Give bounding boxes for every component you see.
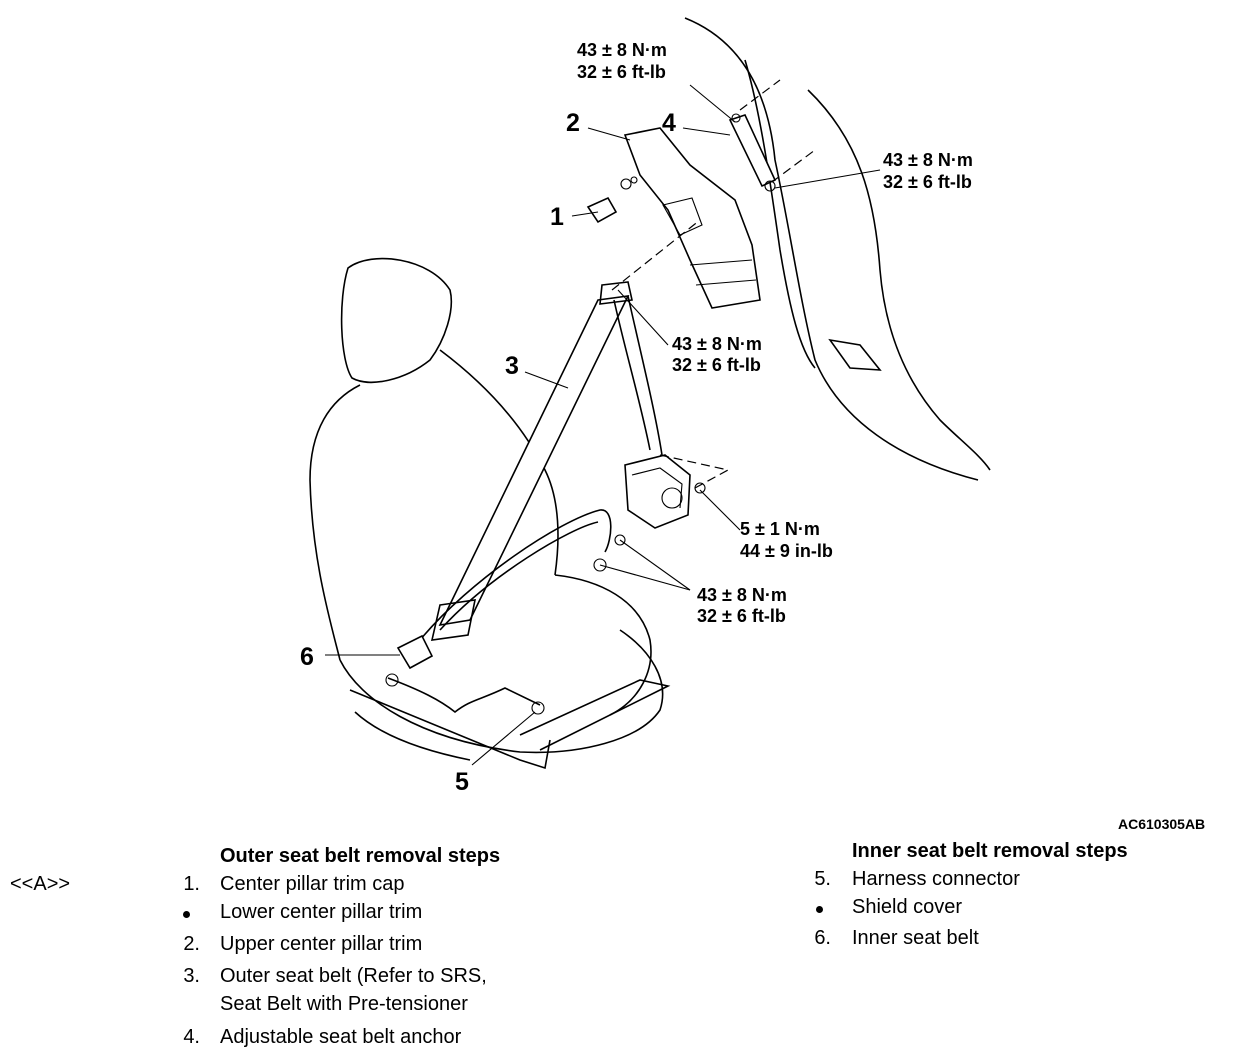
bullet-icon — [816, 906, 823, 913]
anchor-bolts — [593, 482, 706, 572]
leader-lines — [325, 84, 881, 766]
bullet-icon — [183, 911, 190, 918]
torque-spec-lower-line1: 43 ± 8 N·m — [697, 585, 787, 605]
callout-5: 5 — [455, 768, 469, 796]
step-number: 5. — [814, 868, 831, 890]
step-number: 3. — [183, 965, 200, 987]
torque-spec-top-line2: 32 ± 6 ft-lb — [577, 62, 666, 82]
callout-2: 2 — [566, 109, 580, 137]
inner-steps-heading: Inner seat belt removal steps — [852, 840, 1128, 862]
upper-center-pillar-trim — [623, 127, 761, 309]
callout-3: 3 — [505, 352, 519, 380]
step-text: Inner seat belt — [852, 927, 979, 949]
retractor — [624, 454, 730, 529]
step-text: Shield cover — [852, 896, 963, 918]
torque-spec-right-line1: 43 ± 8 N·m — [883, 150, 973, 170]
step-text-continued: Seat Belt with Pre-tensioner — [220, 993, 468, 1015]
seat-illustration — [309, 257, 671, 770]
callout-6: 6 — [300, 643, 314, 671]
inner-seat-belt — [385, 634, 545, 715]
step-text: Upper center pillar trim — [220, 933, 423, 955]
callout-1: 1 — [550, 203, 564, 231]
callout-4: 4 — [662, 109, 676, 137]
torque-spec-mid-line1: 43 ± 8 N·m — [672, 334, 762, 354]
torque-spec-right-line2: 32 ± 6 ft-lb — [883, 172, 972, 192]
step-text: Adjustable seat belt anchor — [220, 1026, 462, 1048]
torque-spec-retractor-line2: 44 ± 9 in-lb — [740, 541, 833, 561]
step-number: 6. — [814, 927, 831, 949]
outer-seat-belt — [419, 281, 663, 641]
step-text: Center pillar trim cap — [220, 873, 405, 895]
center-pillar-trim-cap — [586, 176, 638, 224]
outer-steps-heading: Outer seat belt removal steps — [220, 845, 501, 867]
step-text: Lower center pillar trim — [220, 901, 423, 923]
step-number: 1. — [183, 873, 200, 895]
torque-spec-top-line1: 43 ± 8 N·m — [577, 40, 667, 60]
adjustable-anchor — [611, 79, 816, 291]
reference-marker: <<A>> — [10, 873, 71, 895]
body-pillar-outline — [684, 17, 991, 481]
step-number: 4. — [183, 1026, 200, 1048]
torque-spec-retractor-line1: 5 ± 1 N·m — [740, 519, 820, 539]
torque-spec-lower-line2: 32 ± 6 ft-lb — [697, 606, 786, 626]
step-text: Harness connector — [852, 868, 1020, 890]
seat-belt-diagram: 1 2 3 4 5 6 43 ± 8 N·m 32 ± 6 ft-lb 43 ±… — [300, 17, 1205, 830]
step-number: 2. — [183, 933, 200, 955]
step-text: Outer seat belt (Refer to SRS, — [220, 965, 487, 987]
torque-spec-mid-line2: 32 ± 6 ft-lb — [672, 355, 761, 375]
figure-code: AC610305AB — [1118, 816, 1205, 830]
